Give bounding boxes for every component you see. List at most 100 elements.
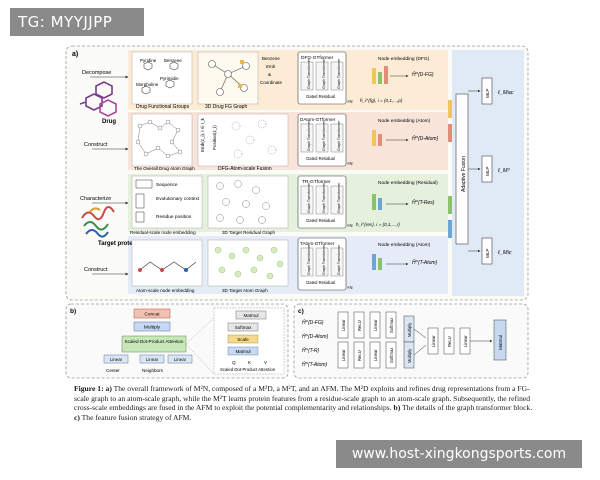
drug-molecule-icon [79, 81, 117, 117]
op-label: ReLU [357, 320, 362, 331]
out-var: ĥ_i^{fg}, i = {0,1,...,p} [360, 97, 403, 103]
fusion-label: Adaptive Fusion [461, 156, 467, 192]
mlp-label: MLP [485, 89, 490, 98]
loss-label: ℓ_Mac [497, 90, 514, 96]
panel-a-label: a) [72, 51, 78, 58]
linear-label: Linear [146, 357, 159, 362]
gated-label: Gated Residual [306, 218, 335, 223]
block-inner: Graph Transformer [322, 120, 326, 151]
fusion-input: Ĥ^{D-Atom} [302, 333, 329, 340]
fg-node-label: Coordinate [260, 80, 283, 85]
gtformer-block: TR-GTformer Graph Transformer Graph Tran… [297, 175, 352, 229]
caption-text-1: The overall framework of M²N, composed o… [74, 384, 531, 413]
caption-text-2: The details of the graph transformer blo… [400, 403, 533, 413]
residue-feature: Evolutionary context [156, 196, 200, 202]
out-title: Node embedding (DFG) [378, 56, 430, 62]
op-label: Linear [341, 349, 346, 361]
multiply-label: Multiply [144, 325, 161, 331]
fg-node-label: Benzene [262, 56, 280, 61]
fg-node-label: Emb [266, 64, 276, 69]
panel-c: c) Ĥ^{D-FG} Ĥ^{D-Atom} Ĥ^{T-R} Ĥ^{T-… [293, 303, 529, 379]
position-label: Position(z_i) [212, 125, 217, 150]
construct-label: Construct [84, 142, 108, 148]
out-var: h_i^{res}, i = {0,1,...,r} [356, 222, 400, 227]
block-inner: Graph Transformer [307, 120, 311, 151]
op-label: Linear [373, 349, 378, 361]
op-label: Multiply [407, 348, 412, 363]
gated-label: Gated Residual [306, 156, 335, 161]
drug-fg-graph-caption: 3D Drug FG Graph [205, 104, 247, 110]
concat-label: Concat [144, 312, 160, 318]
characterize-label: Characterize [80, 196, 111, 202]
op-label: Multiply [407, 322, 412, 337]
block-inner: Graph Transformer [322, 244, 326, 275]
gated-label: Gated Residual [306, 94, 335, 99]
decompose-label: Decompose [82, 70, 111, 76]
sdpa-label: Scaled Dot-Product Attention [125, 339, 184, 344]
q-label: Q [232, 360, 236, 365]
block-inner: Graph Transformer [337, 58, 341, 89]
k-label: K [248, 360, 252, 365]
op-label: Linear [373, 319, 378, 331]
watermark-top: TG: MYYJJPP [10, 8, 144, 36]
op-label: Softmax [389, 317, 394, 333]
matmul2-label: Matmul [235, 349, 250, 354]
out-sym: Ĥ^{T-Atom} [412, 259, 438, 266]
out-sym: Ĥ^{T-Res} [412, 199, 435, 206]
block-inner: Graph Transformer [322, 58, 326, 89]
mlp-label: MLP [485, 167, 490, 176]
op-label: ReLU [447, 336, 452, 347]
mlp-label: MLP [485, 249, 490, 258]
v-label: V [264, 360, 268, 365]
nx-label: ×N [347, 161, 352, 166]
op-label: Linear [341, 319, 346, 331]
construct2-label: Construct [84, 267, 108, 273]
loss-label: ℓ_M³ [497, 168, 510, 174]
out-sym: Ĥ^{D-FG} [412, 71, 434, 78]
softmax-label: Softmax [235, 325, 253, 330]
target-atom-caption: 3D Target Atom Graph [222, 288, 268, 293]
gtformer-block: DAtom-GTformer Graph Transformer Graph T… [297, 113, 352, 167]
drug-fg-caption: Drug Functional Groups [136, 104, 190, 110]
target-label: Target protein [98, 241, 138, 247]
loss-label: ℓ_Mic [497, 250, 512, 256]
block-title: TR-GTformer [302, 179, 331, 185]
sdpa-caption: Scaled Dot-Product Attention [220, 367, 276, 372]
out-title: Node embedding (Atom) [378, 242, 431, 248]
out-sym: Ĥ^{D-Atom} [412, 135, 439, 142]
panel-b: b) Concat Multiply Scaled Dot-Product At… [65, 303, 289, 379]
neighbors-label: Neighbors [142, 368, 164, 373]
block-inner: Graph Transformer [307, 58, 311, 89]
fg-name: Benzene [164, 58, 182, 63]
caption-text-3: The feature fusion strategy of AFM. [79, 412, 192, 422]
op-label: Matmul [498, 335, 503, 350]
block-inner: Graph Transformer [322, 182, 326, 213]
caption-b: b) [393, 403, 401, 413]
block-inner: Graph Transformer [337, 244, 341, 275]
drug-label: Drug [102, 119, 116, 125]
scale-label: Scale [237, 337, 249, 342]
op-label: Linear [463, 335, 468, 347]
residue-feature: Sequence [156, 182, 178, 188]
block-title: TAtom-GTformer [300, 241, 335, 246]
out-title: Node embedding (Residual) [378, 180, 438, 186]
gated-label: Gated Residual [306, 280, 335, 285]
block-inner: Graph Transformer [307, 244, 311, 275]
atom-scale-caption: Atom-scale node embedding [136, 288, 195, 293]
linear-label: Linear [110, 357, 123, 362]
panel-a: a) Drug Target protein Decompose Constru… [65, 45, 529, 301]
block-inner: Graph Transformer [337, 182, 341, 213]
panel-c-label: c) [298, 308, 304, 315]
residue-caption: Residual-scale node embedding [130, 230, 196, 235]
block-inner: Graph Transformer [337, 120, 341, 151]
op-label: ReLU [357, 350, 362, 361]
fg-node-label: & [268, 72, 271, 77]
dfg-fusion-caption: DFG-Atom-scale Fusion [218, 166, 272, 172]
watermark-bottom: www.host-xingkongsports.com [336, 440, 582, 468]
drug-atom-caption: The Overall Drug Atom Graph [134, 166, 195, 171]
nx-label: ×N [347, 285, 352, 290]
gtformer-block: DFG-GTformer Graph Transformer Graph Tra… [297, 51, 352, 105]
nx-label: ×N [347, 223, 352, 228]
fg-name: Pyridine [140, 58, 157, 63]
gtformer-block: TAtom-GTformer Graph Transformer Graph T… [297, 237, 352, 291]
